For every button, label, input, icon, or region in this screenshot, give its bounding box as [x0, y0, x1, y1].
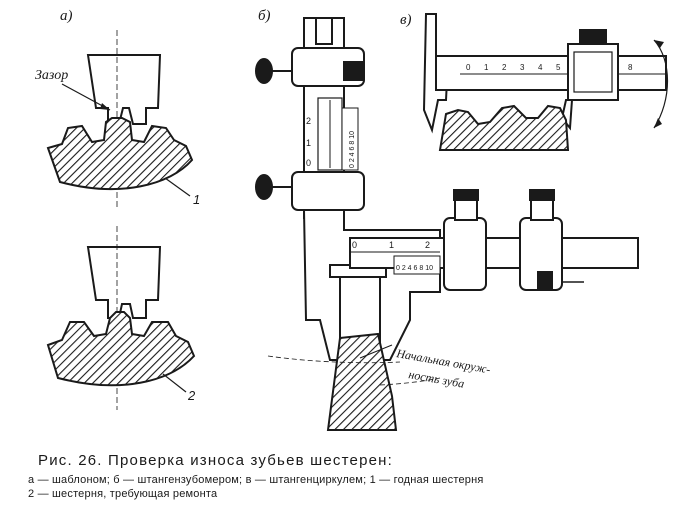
panel-label-b: б)	[258, 8, 271, 24]
vertical-vernier-scale: 0 2 4 6 8 10	[349, 131, 356, 168]
gear-good	[46, 117, 194, 191]
panel-v: в) 0 1 2 3 4 5 6 7 8	[400, 12, 668, 151]
vscale-2: 2	[306, 116, 311, 126]
caliper-gear	[438, 104, 570, 151]
caliper-8: 8	[628, 63, 633, 72]
caliper-1: 1	[484, 63, 489, 72]
caliper-5: 5	[556, 63, 561, 72]
caliper-4: 4	[538, 63, 543, 72]
caption-legend-line-2: 2 — шестерня, требующая ремонта	[28, 488, 218, 500]
caption-title: Рис. 26. Проверка износа зубьев шестерен…	[38, 452, 394, 469]
gear-worn	[46, 311, 196, 387]
caliper-2: 2	[502, 63, 507, 72]
caliper-3: 3	[520, 63, 525, 72]
gear-worn-number: 2	[187, 388, 196, 403]
caption-legend-line-1: а — шаблоном; б — штангензубомером; в — …	[28, 474, 484, 486]
panel-label-v: в)	[400, 12, 412, 28]
template-top	[86, 54, 162, 125]
panel-a: а) 1 Зазор 2	[35, 8, 200, 410]
gap-label: Зазор	[35, 68, 68, 83]
gear-good-number: 1	[193, 192, 200, 207]
vscale-0: 0	[306, 158, 311, 168]
figure-caption: Рис. 26. Проверка износа зубьев шестерен…	[28, 452, 668, 501]
panel-label-a: а)	[60, 8, 73, 24]
caliper-beam	[435, 55, 667, 91]
template-bottom	[86, 246, 162, 319]
horizontal-vernier-scale: 0 2 4 6 8 10	[396, 265, 433, 272]
caliper-0: 0	[466, 63, 471, 72]
hscale-0: 0	[352, 240, 357, 250]
vscale-1: 1	[306, 138, 311, 148]
hscale-2: 2	[425, 240, 430, 250]
hscale-1: 1	[389, 240, 394, 250]
panel-b: б) 2 1 0 0 2 4 6 8 10 0 1 2 0 2 4 6 8 10	[255, 8, 639, 431]
measured-tooth	[326, 332, 398, 431]
